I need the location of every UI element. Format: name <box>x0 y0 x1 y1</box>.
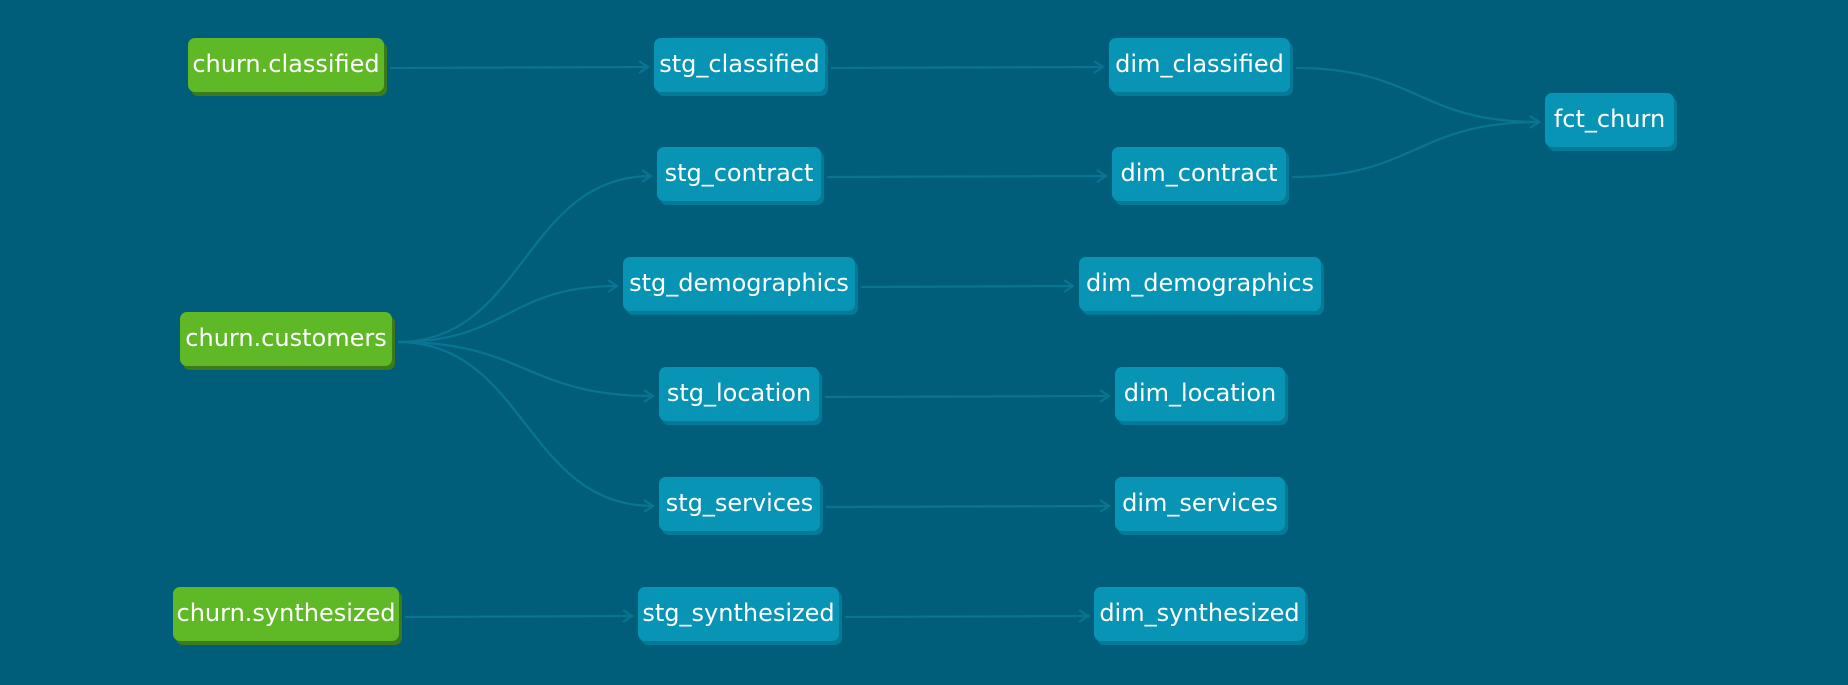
edge-src_classified-to-stg_classified <box>389 65 649 70</box>
node-dim-synthesized[interactable]: dim_synthesized <box>1094 587 1305 641</box>
edge-src_customers-to-stg_contract <box>397 174 652 344</box>
arrowhead-stg_contract <box>641 169 653 183</box>
arrowhead-stg_demographics <box>607 279 619 293</box>
arrowhead-stg_synthesized <box>622 609 634 623</box>
arrowhead-dim_demographics <box>1063 279 1075 293</box>
edge-stg_demographics-to-dim_demographics <box>860 284 1074 289</box>
edge-stg_services-to-dim_services <box>825 504 1110 509</box>
edge-stg_classified-to-dim_classified <box>830 65 1104 70</box>
node-dim-services[interactable]: dim_services <box>1115 477 1285 531</box>
arrowhead-dim_contract <box>1096 169 1108 183</box>
node-dim-classified[interactable]: dim_classified <box>1109 38 1290 92</box>
edge-stg_synthesized-to-dim_synthesized <box>844 614 1089 619</box>
node-stg-demographics[interactable]: stg_demographics <box>623 257 855 311</box>
node-stg-location[interactable]: stg_location <box>659 367 819 421</box>
edge-src_customers-to-stg_services <box>397 340 654 508</box>
edge-src_customers-to-stg_demographics <box>397 284 618 344</box>
edge-stg_location-to-dim_location <box>824 394 1110 399</box>
arrowhead-stg_services <box>643 499 655 513</box>
arrowhead-dim_synthesized <box>1078 609 1090 623</box>
edge-dim_classified-to-fct_churn <box>1295 66 1540 124</box>
node-stg-services[interactable]: stg_services <box>659 477 820 531</box>
edge-dim_contract-to-fct_churn <box>1291 120 1540 179</box>
arrowhead-fct_churn <box>1529 115 1541 129</box>
node-fct-churn[interactable]: fct_churn <box>1545 93 1674 147</box>
node-churn-customers[interactable]: churn.customers <box>180 312 392 366</box>
node-stg-contract[interactable]: stg_contract <box>657 147 821 201</box>
edge-src_customers-to-stg_location <box>397 340 654 398</box>
arrowhead-stg_location <box>643 389 655 403</box>
edge-src_synthesized-to-stg_synthesized <box>404 614 633 619</box>
arrowhead-dim_classified <box>1093 60 1105 74</box>
node-stg-classified[interactable]: stg_classified <box>654 38 825 92</box>
edge-stg_contract-to-dim_contract <box>826 174 1107 179</box>
node-dim-contract[interactable]: dim_contract <box>1112 147 1286 201</box>
node-stg-synthesized[interactable]: stg_synthesized <box>638 587 839 641</box>
node-dim-demographics[interactable]: dim_demographics <box>1079 257 1321 311</box>
arrowhead-dim_services <box>1099 499 1111 513</box>
arrowhead-dim_location <box>1099 389 1111 403</box>
node-churn-synthesized[interactable]: churn.synthesized <box>173 587 399 641</box>
node-dim-location[interactable]: dim_location <box>1115 367 1285 421</box>
arrowhead-stg_classified <box>638 60 650 74</box>
node-churn-classified[interactable]: churn.classified <box>188 38 384 92</box>
